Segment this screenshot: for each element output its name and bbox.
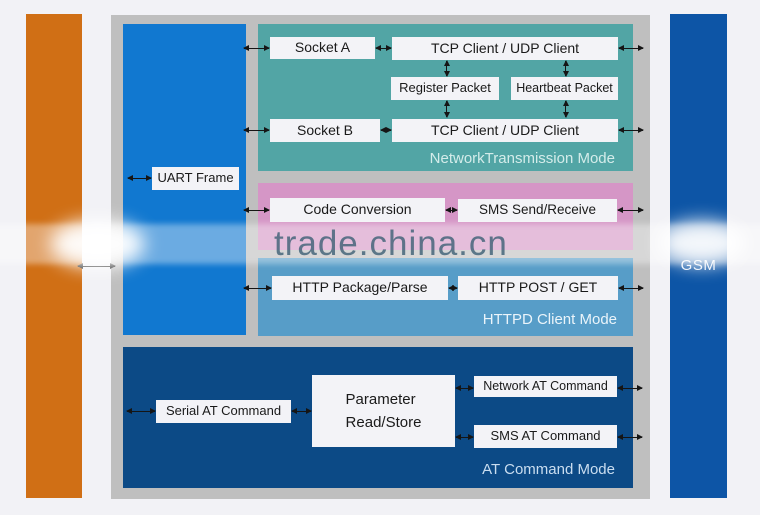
uart-frame-label: UART Frame [157,170,234,186]
arrow-serial-at-left [126,408,156,415]
arrow-tcp-top-gsm [618,45,644,52]
socket-b-label: Socket B [296,121,354,138]
tcp-udp-client-top-box: TCP Client / UDP Client [392,37,618,60]
http-package-parse-box: HTTP Package/Parse [272,276,448,300]
arrow-socket-a-tcp-top [375,45,392,52]
arrow-http-post-gsm [618,285,644,292]
network-at-command-label: Network AT Command [483,378,608,393]
uart-frame-box: UART Frame [152,167,239,190]
parameter-read-store-label: Parameter Read/Store [345,391,422,431]
arrow-tcp-top-register [444,60,451,77]
arrow-uartbar-socket-b [243,127,270,134]
sms-at-command-box: SMS AT Command [474,425,617,448]
arrow-tcp-top-heartbeat [563,60,570,77]
socket-a-label: Socket A [294,39,351,56]
arrow-parameter-network-at [455,385,474,392]
arrow-code-conversion-sms [445,207,458,214]
heartbeat-packet-label: Heartbeat Packet [516,80,613,95]
arrow-tcp-bottom-gsm [618,127,644,134]
arrow-host-module [77,263,116,270]
arrow-sms-at-gsm [617,434,643,441]
sms-send-receive-box: SMS Send/Receive [458,199,617,222]
tcp-udp-client-bottom-label: TCP Client / UDP Client [430,121,580,138]
register-packet-label: Register Packet [399,80,491,96]
socket-a-box: Socket A [270,37,375,59]
watermark-text: trade.china.cn [274,224,508,263]
sms-send-receive-label: SMS Send/Receive [478,202,597,218]
arrow-uartbar-code-conversion [243,207,270,214]
register-packet-box: Register Packet [391,77,499,100]
arrow-uartbar-socket-a [243,45,270,52]
network-transmission-mode-title: NetworkTransmission Mode [429,150,615,167]
code-conversion-box: Code Conversion [270,198,445,222]
arrow-network-at-gsm [617,385,643,392]
arrow-uartbar-http-package [243,285,272,292]
heartbeat-packet-box: Heartbeat Packet [511,77,618,100]
host-serial-bar [26,14,82,498]
serial-at-command-label: Serial AT Command [165,403,282,419]
arrow-parameter-sms-at [455,434,474,441]
http-package-parse-label: HTTP Package/Parse [292,279,428,296]
arrow-uartbar-uart-frame [127,175,152,182]
parameter-read-store-box: Parameter Read/Store [312,375,455,447]
arrow-http-package-post [448,285,458,292]
arrow-heartbeat-tcp-bottom [563,100,570,118]
at-command-mode-title: AT Command Mode [482,461,615,478]
httpd-client-mode-title: HTTPD Client Mode [482,311,617,328]
gsm-bar [670,14,727,498]
socket-b-box: Socket B [270,119,380,142]
tcp-udp-client-top-label: TCP Client / UDP Client [430,39,580,56]
sms-at-command-label: SMS AT Command [490,428,601,444]
gsm-label: GSM [680,257,717,274]
arrow-register-tcp-bottom [444,100,451,118]
code-conversion-label: Code Conversion [303,201,412,218]
network-at-command-box: Network AT Command [474,376,617,397]
arrow-socket-b-tcp-bottom [380,127,392,134]
http-post-get-box: HTTP POST / GET [458,276,618,300]
serial-at-command-box: Serial AT Command [156,400,291,423]
arrow-sms-send-receive-gsm [617,207,644,214]
tcp-udp-client-bottom-box: TCP Client / UDP Client [392,119,618,142]
arrow-serial-at-parameter [291,408,312,415]
http-post-get-label: HTTP POST / GET [478,279,598,296]
